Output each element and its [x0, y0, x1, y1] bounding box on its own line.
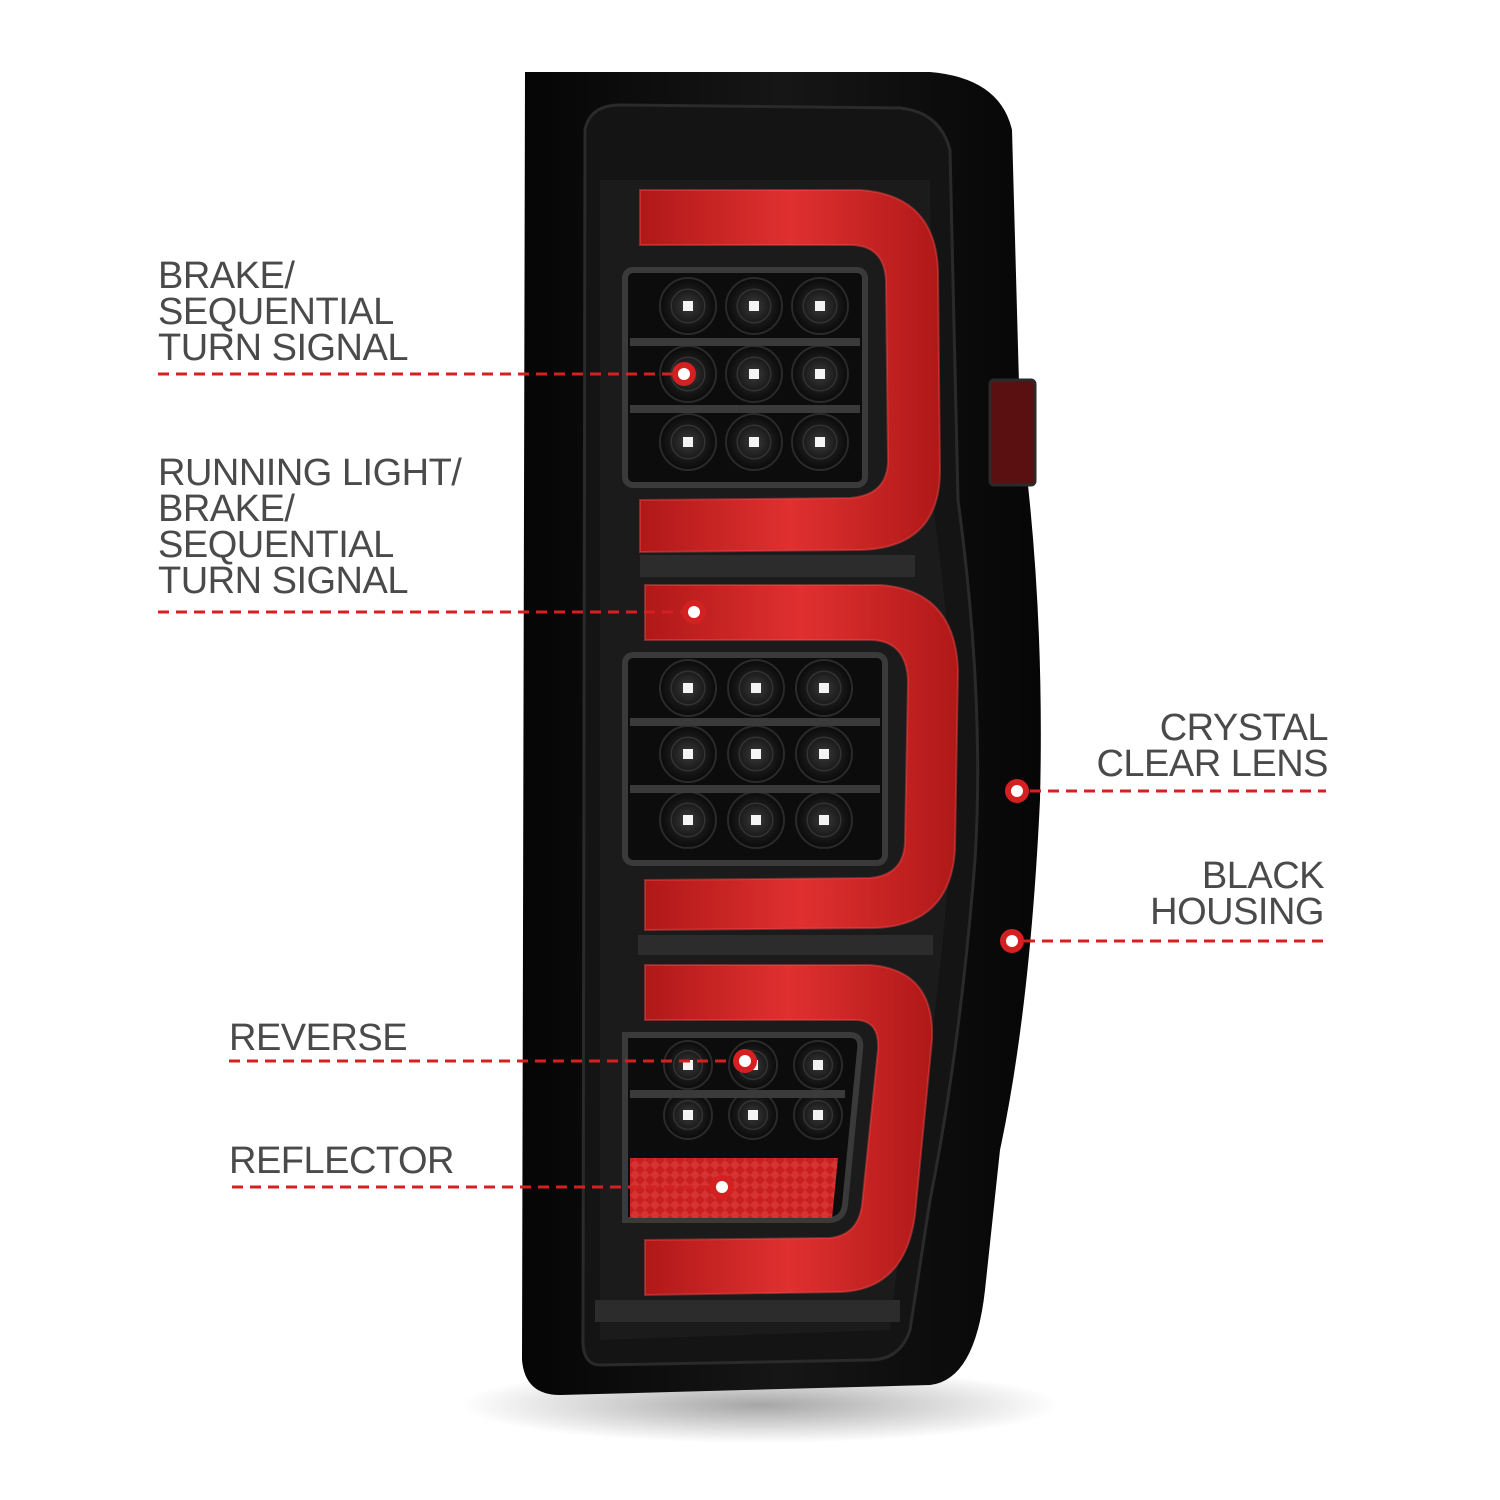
callout-line: REVERSE: [229, 1017, 408, 1059]
led-cell: [793, 1040, 843, 1090]
led-cell: [727, 659, 785, 717]
led-cell: [791, 413, 849, 471]
light-bar-top: [639, 189, 942, 554]
leader-line: [158, 362, 696, 386]
led-separator: [630, 718, 880, 726]
led-cell: [725, 413, 783, 471]
led-cell: [663, 1040, 713, 1090]
led-separator: [630, 1090, 845, 1098]
led-cell: [659, 725, 717, 783]
led-cell: [791, 345, 849, 403]
leader-line: [158, 600, 706, 624]
callout-crystal-lens: CRYSTAL CLEAR LENS: [1096, 707, 1329, 785]
callout-line: RUNNING LIGHT/: [158, 452, 462, 494]
leader-lines: [158, 362, 1326, 1199]
callout-line: CRYSTAL: [1159, 707, 1329, 749]
led-cell: [725, 277, 783, 335]
callout-line: CLEAR LENS: [1096, 743, 1328, 785]
callout-line: BRAKE/: [158, 255, 295, 297]
led-cell: [727, 791, 785, 849]
divider-bar: [638, 935, 933, 955]
leader-line: [1005, 779, 1326, 803]
led-cell: [791, 277, 849, 335]
reflector: [630, 1158, 838, 1218]
callout-line: TURN SIGNAL: [158, 560, 408, 602]
led-cell: [659, 659, 717, 717]
callout-line: SEQUENTIAL: [158, 524, 394, 566]
leader-line: [232, 1175, 734, 1199]
led-separator: [630, 785, 880, 793]
led-cell: [795, 791, 853, 849]
led-array: [630, 277, 880, 1140]
led-cell: [659, 413, 717, 471]
callout-line: BRAKE/: [158, 488, 295, 530]
led-cell: [725, 345, 783, 403]
light-bar-bottom: [644, 964, 934, 1297]
led-cell: [728, 1090, 778, 1140]
led-cell: [659, 791, 717, 849]
led-cell: [663, 1090, 713, 1140]
side-marker: [988, 378, 1037, 487]
callout-line: HOUSING: [1150, 891, 1324, 933]
callout-line: REFLECTOR: [229, 1140, 454, 1182]
divider-bar: [640, 555, 915, 577]
light-bar-middle: [644, 584, 960, 932]
led-separator: [630, 338, 860, 346]
callout-reverse: REVERSE: [229, 1017, 408, 1059]
leader-line: [229, 1049, 757, 1073]
led-separator: [630, 405, 860, 413]
callout-black-housing: BLACK HOUSING: [1150, 855, 1325, 933]
led-cell: [795, 725, 853, 783]
led-cell: [659, 277, 717, 335]
divider-bar: [595, 1300, 900, 1322]
leader-line: [1000, 929, 1324, 953]
led-cell: [727, 725, 785, 783]
callout-reflector: REFLECTOR: [229, 1140, 454, 1182]
led-cell: [793, 1090, 843, 1140]
callout-line: TURN SIGNAL: [158, 327, 408, 369]
callout-running-brake-turn: RUNNING LIGHT/ BRAKE/ SEQUENTIAL TURN SI…: [158, 452, 462, 602]
callout-line: SEQUENTIAL: [158, 291, 394, 333]
callout-brake-turn: BRAKE/ SEQUENTIAL TURN SIGNAL: [158, 255, 408, 369]
callout-line: BLACK: [1201, 855, 1325, 897]
led-cell: [795, 659, 853, 717]
